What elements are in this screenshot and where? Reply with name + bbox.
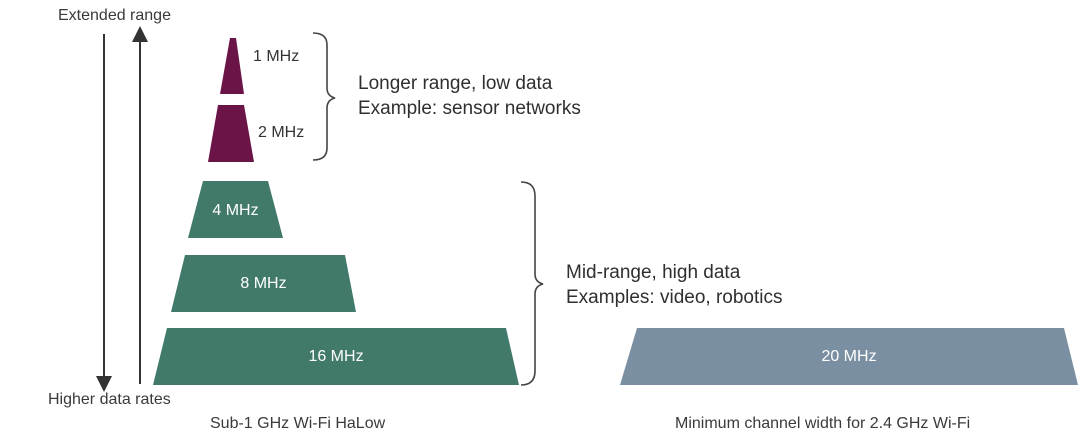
bar-label-8mhz: 8 MHz — [240, 275, 287, 292]
bar-8mhz — [171, 255, 356, 312]
bar-1mhz — [220, 38, 244, 94]
group-high-data-line2: Examples: video, robotics — [566, 287, 783, 308]
group-low-data-line2: Example: sensor networks — [358, 98, 581, 119]
brace-low-data — [312, 32, 336, 161]
group-high-data-line1: Mid-range, high data — [566, 262, 741, 283]
wifi-caption: Minimum channel width for 2.4 GHz Wi-Fi — [675, 415, 971, 432]
bar-16mhz — [153, 328, 519, 385]
brace-high-data — [520, 181, 544, 386]
bar-20mhz — [620, 328, 1078, 385]
bar-label-1mhz: 1 MHz — [253, 48, 300, 65]
bar-label-4mhz: 4 MHz — [212, 202, 259, 219]
higher-data-rates-label: Higher data rates — [48, 391, 171, 408]
bar-4mhz — [188, 181, 283, 238]
extended-range-label: Extended range — [58, 7, 171, 24]
halow-caption: Sub-1 GHz Wi-Fi HaLow — [210, 415, 386, 432]
bar-label-16mhz: 16 MHz — [308, 348, 364, 365]
group-low-data-line1: Longer range, low data — [358, 73, 553, 94]
bar-label-2mhz: 2 MHz — [258, 124, 305, 141]
bar-label-20mhz: 20 MHz — [821, 348, 877, 365]
bar-2mhz — [208, 105, 254, 162]
